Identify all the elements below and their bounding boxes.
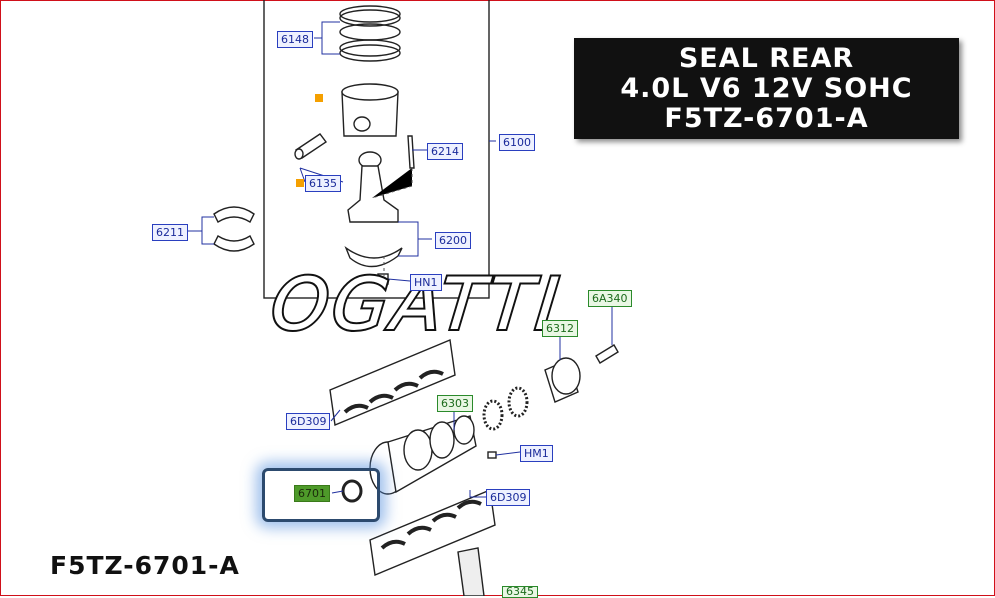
- lower-main-bearing-set: [369, 489, 496, 576]
- dashed-guides: [371, 168, 413, 276]
- part-number-label: F5TZ-6701-A: [50, 551, 240, 580]
- callout-HM1[interactable]: HM1: [520, 445, 553, 462]
- banner-line-1: SEAL REAR: [678, 43, 855, 74]
- connecting-rod: [344, 151, 403, 268]
- banner-line-3: F5TZ-6701-A: [664, 103, 869, 134]
- upper-main-bearing-set: [329, 339, 456, 426]
- callout-6A340[interactable]: 6A340: [588, 290, 632, 307]
- callout-6D309-lower[interactable]: 6D309: [486, 489, 531, 506]
- piston-assembly-box: [263, 0, 490, 299]
- rod-bolt: [407, 135, 415, 169]
- marker-square-pin: [296, 179, 304, 187]
- callout-6D309-upper[interactable]: 6D309: [286, 413, 331, 430]
- callout-6701[interactable]: 6701: [294, 485, 330, 502]
- rod-bearing-halves: [213, 206, 255, 252]
- seal-highlight-box: [262, 468, 380, 522]
- callout-6211[interactable]: 6211: [152, 224, 188, 241]
- callout-HN1[interactable]: HN1: [410, 274, 442, 291]
- crank-key: [487, 451, 497, 459]
- piston: [341, 83, 399, 137]
- piston-rings: [339, 5, 401, 62]
- callout-6148[interactable]: 6148: [277, 31, 313, 48]
- banner-line-2: 4.0L V6 12V SOHC: [620, 73, 913, 104]
- title-banner: SEAL REAR 4.0L V6 12V SOHC F5TZ-6701-A: [574, 38, 959, 139]
- callout-6214[interactable]: 6214: [427, 143, 463, 160]
- timing-gears: [482, 386, 529, 431]
- leader-lines: [188, 21, 613, 498]
- damper-bolt: [595, 344, 619, 364]
- crankshaft: [369, 415, 477, 495]
- crank-damper: [544, 357, 581, 403]
- callout-6345-partial[interactable]: 6345: [502, 586, 538, 598]
- wrist-pin: [294, 133, 328, 160]
- bottom-partial-part: [457, 547, 485, 596]
- callout-6312[interactable]: 6312: [542, 320, 578, 337]
- callout-6303[interactable]: 6303: [437, 395, 473, 412]
- callout-6135[interactable]: 6135: [305, 175, 341, 192]
- marker-square-piston: [315, 94, 323, 102]
- callout-6200[interactable]: 6200: [435, 232, 471, 249]
- callout-6100[interactable]: 6100: [499, 134, 535, 151]
